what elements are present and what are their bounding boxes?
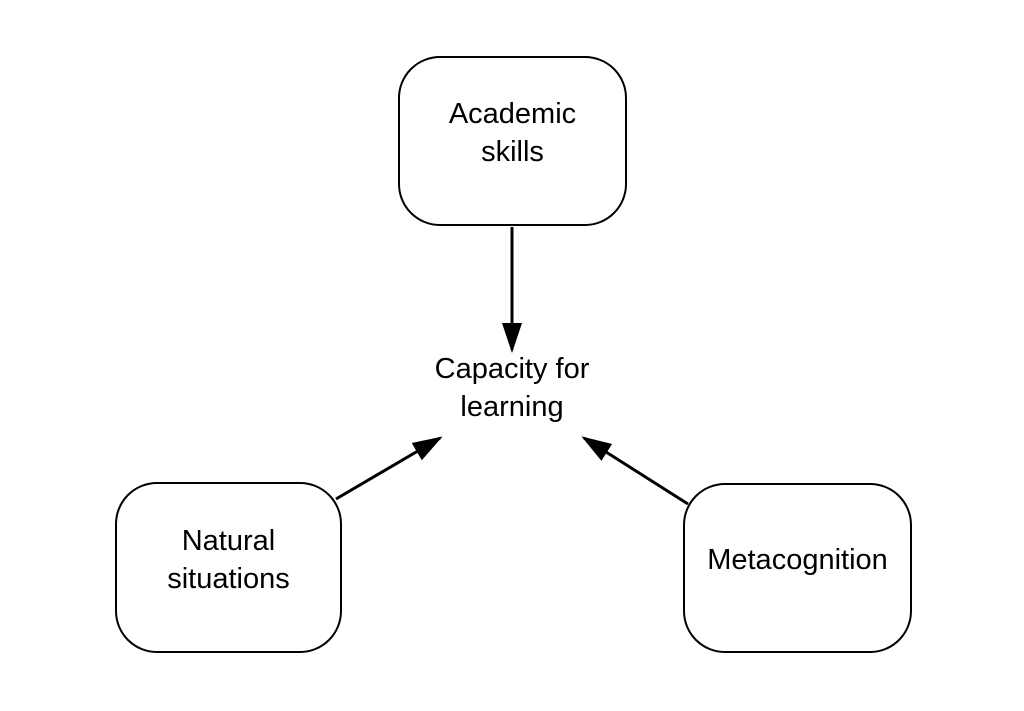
node-natural-situations: Natural situations — [115, 482, 342, 653]
node-academic-skills: Academic skills — [398, 56, 627, 226]
label-capacity-for-learning-text: Capacity for learning — [434, 353, 590, 423]
node-metacognition: Metacognition — [683, 483, 912, 653]
arrow-metacognition-to-capacity — [581, 436, 689, 506]
label-capacity-for-learning: Capacity for learning — [362, 350, 662, 426]
node-metacognition-label: Metacognition — [707, 544, 888, 576]
node-academic-skills-label: Academic skills — [448, 98, 577, 168]
arrow-natural-to-capacity — [335, 436, 443, 501]
node-natural-situations-label: Natural situations — [167, 524, 290, 595]
